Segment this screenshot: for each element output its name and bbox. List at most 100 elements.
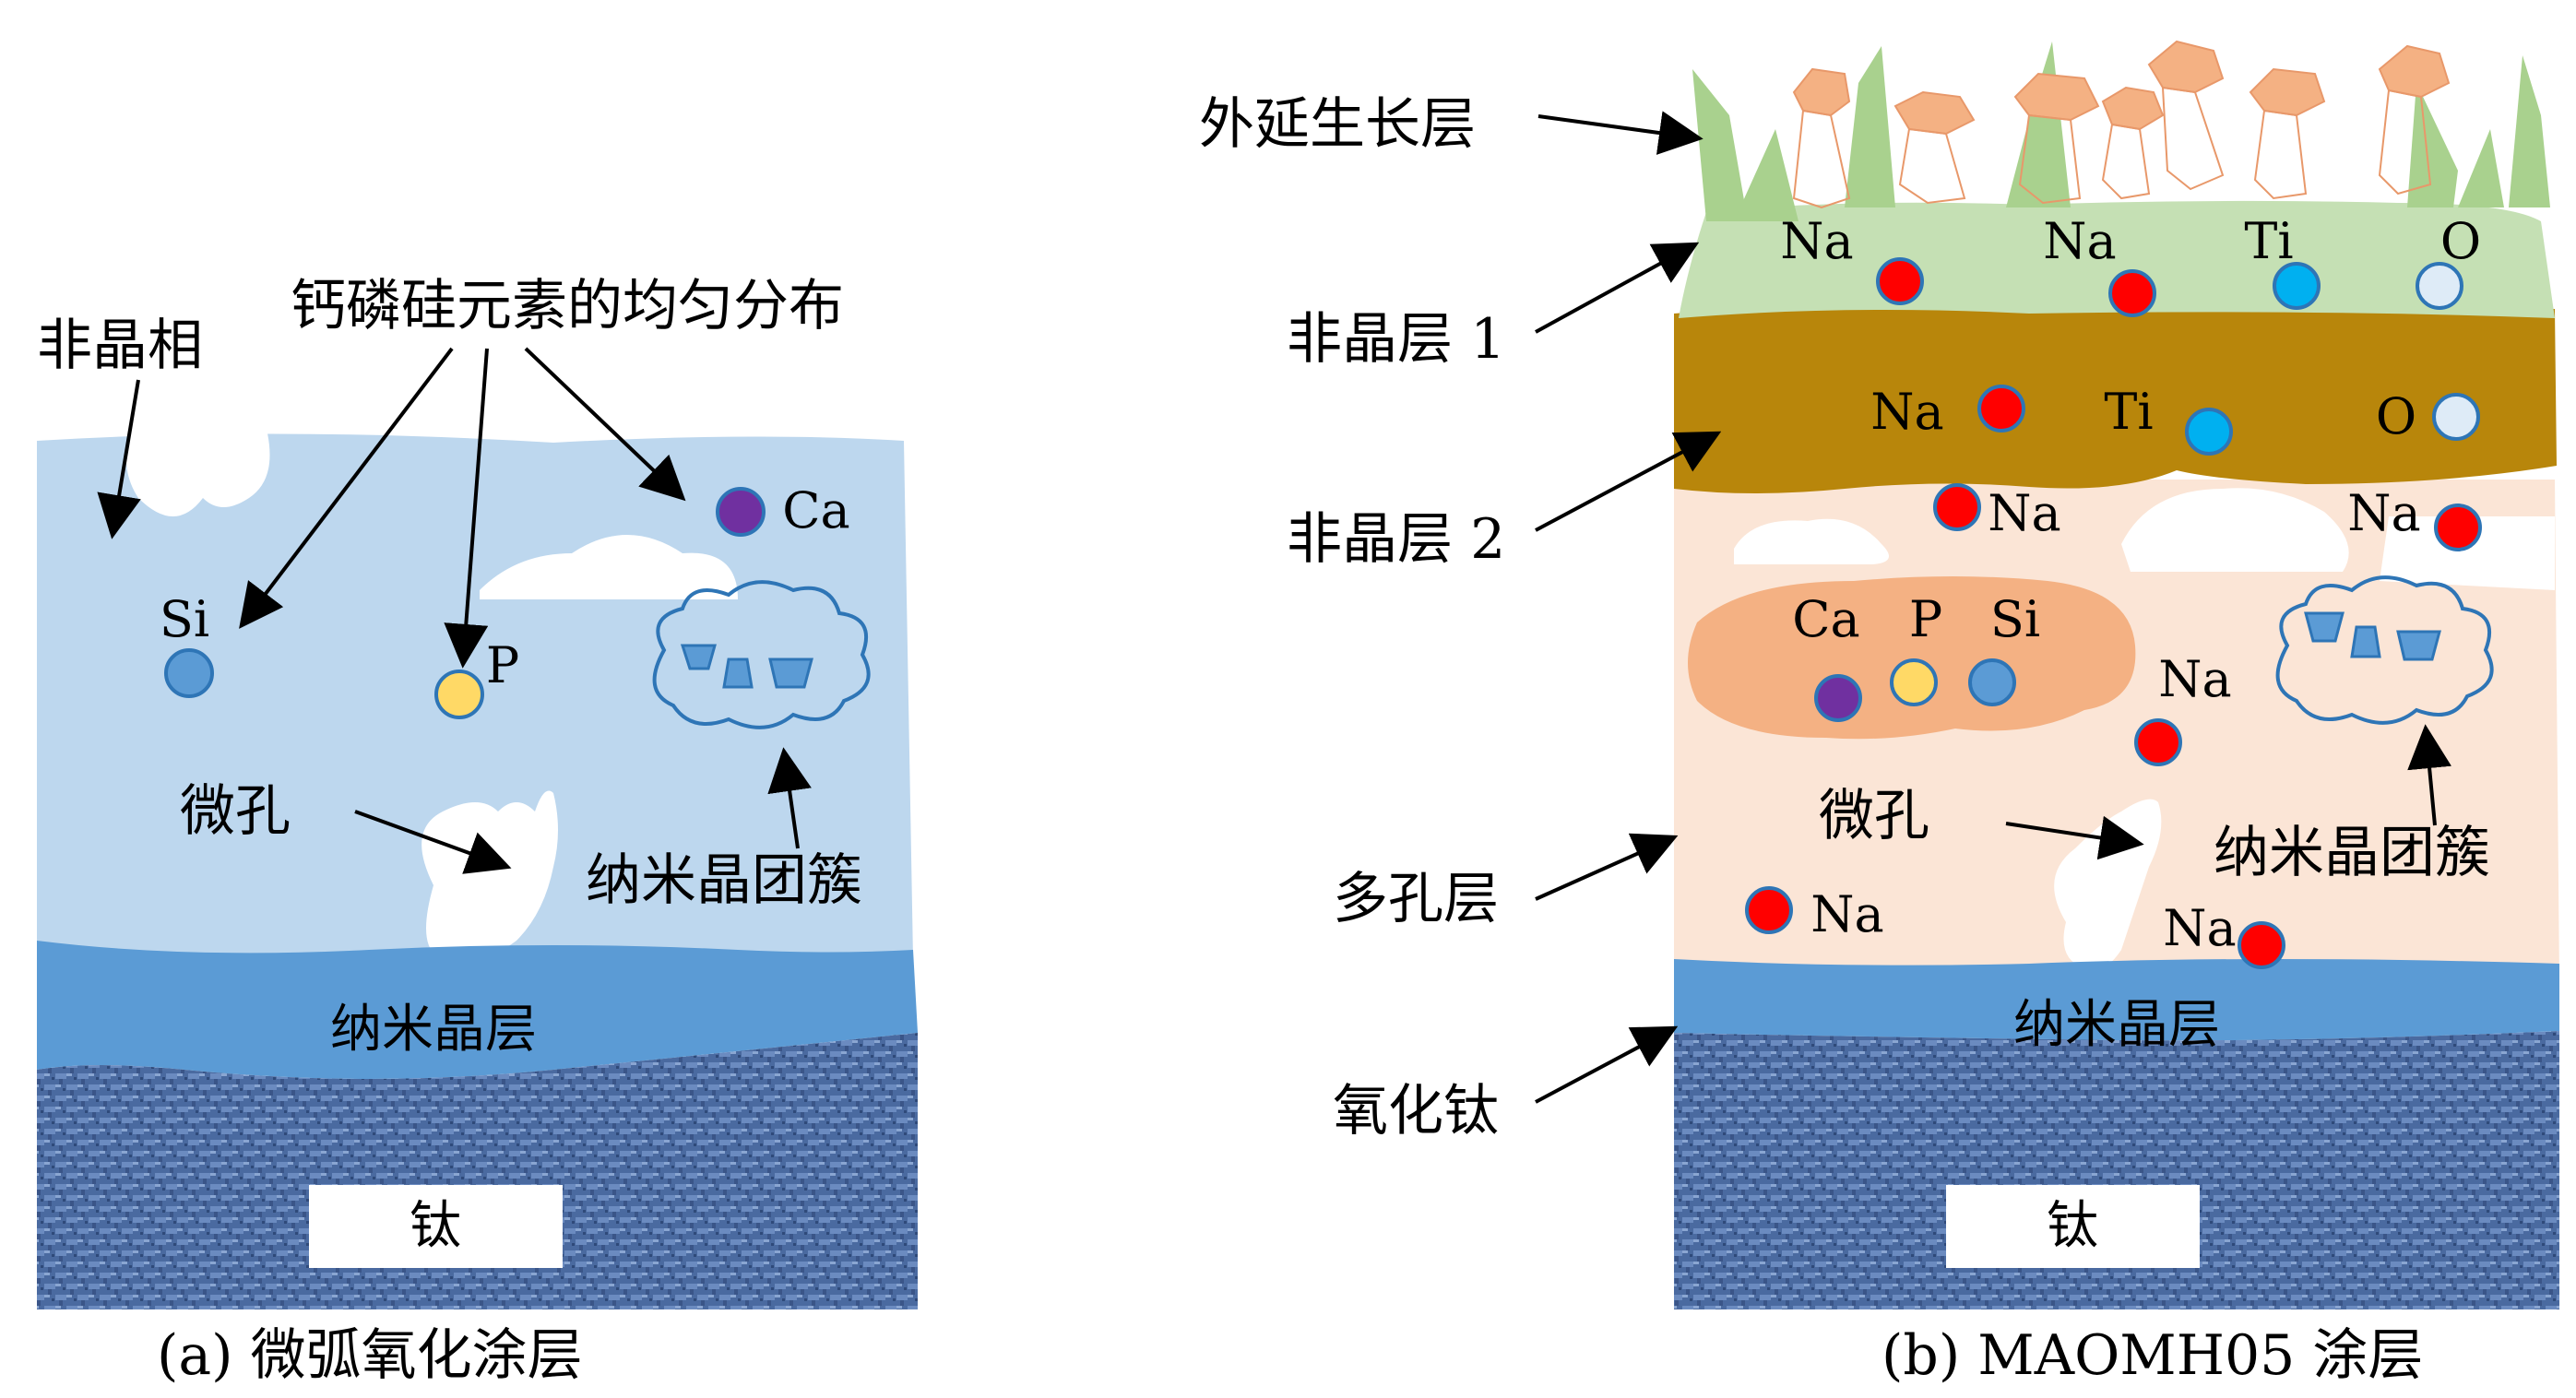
panel-b-arrow-micropore [2005, 815, 2144, 860]
panel-b-na-dot-2 [2108, 269, 2156, 317]
panel-b-caption: (b) MAOMH05 涂层 [1882, 1323, 2423, 1388]
panel-b-na-label-6: Na [2158, 650, 2231, 708]
panel-b-nanocrystal-layer-label: 纳米晶层 [2013, 995, 2220, 1055]
panel-a-nanocrystal-cloud [652, 580, 871, 729]
panel-b-green-crystal-6 [2458, 129, 2504, 207]
panel-a-mid-pore [480, 535, 738, 599]
panel-b-titanium-label: 钛 [2047, 1196, 2098, 1256]
panel-b-orange-crystal-4 [2101, 86, 2165, 200]
panel-b-amorphous-layer-2 [1674, 305, 2557, 493]
panel-b-titanium-box [1946, 1185, 2200, 1268]
panel-b-ca-dot [1814, 674, 1862, 722]
panel-b-na-label-5: Na [2347, 484, 2420, 542]
panel-a-nanocrystal-layer [37, 941, 918, 1079]
panel-b-orange-crystal-5 [2147, 40, 2225, 191]
panel-a-ca-label: Ca [782, 481, 850, 539]
panel-b-na-dot-5 [2434, 504, 2482, 551]
panel-b-amorphous-layer-1-label: 非晶层 1 [1287, 307, 1505, 372]
panel-b-orange-crystal-1 [1792, 67, 1851, 209]
panel-b-nanocrystal-layer [1674, 959, 2559, 1041]
panel-a-cluster-crystal-1 [680, 644, 717, 670]
panel-b-green-crystal-2 [1734, 129, 1798, 221]
panel-a-p-label: P [486, 636, 519, 694]
panel-b-green-crystal-3 [1845, 46, 1895, 207]
panel-b-si-label: Si [1990, 590, 2040, 648]
panel-a-nanocrystal-layer-label: 纳米晶层 [330, 1000, 537, 1060]
panel-b-green-crystal-4 [2006, 41, 2071, 207]
panel-b-na-label-4: Na [1988, 484, 2060, 542]
panel-a-cluster-crystal-2 [722, 658, 754, 689]
panel-a-micropore-shape [421, 790, 558, 962]
panel-b-arrow-cluster [2407, 724, 2451, 826]
panel-a-nanocrystal-cluster-label: 纳米晶团簇 [586, 848, 862, 913]
panel-b-green-crystal-1 [1692, 69, 1748, 221]
panel-b-amorphous-layer-2-label: 非晶层 2 [1287, 507, 1505, 572]
panel-b-titanium-oxide-label: 氧化钛 [1333, 1079, 1499, 1143]
panel-b-ca-p-si-region [1688, 576, 2136, 740]
panel-b-titanium-substrate [1674, 1031, 2559, 1309]
panel-b-si-dot [1968, 658, 2016, 706]
panel-b-orange-crystal-7 [2378, 44, 2451, 195]
panel-b-p-label: P [1909, 590, 1942, 648]
panel-b-nanocrystal-cluster-label: 纳米晶团簇 [2214, 821, 2490, 885]
panel-a-micropore-label: 微孔 [180, 779, 291, 844]
panel-b-orange-crystal-6 [2249, 67, 2326, 200]
panel-a-si-dot [164, 648, 214, 698]
panel-a-ca-dot [716, 487, 766, 537]
panel-a-arrow-micropore [354, 810, 512, 874]
panel-b-p-dot [1890, 658, 1938, 706]
panel-b-green-crystal-7 [2509, 55, 2550, 207]
panel-a-titanium-substrate [37, 1033, 918, 1309]
panel-b-ti-label-2: Ti [2104, 383, 2153, 441]
panel-a-arrow-amorphous [97, 379, 141, 539]
panel-a-titanium-label: 钛 [410, 1196, 461, 1256]
panel-a-amorphous-phase-label: 非晶相 [37, 314, 203, 378]
panel-b-ca-label: Ca [1792, 590, 1860, 648]
panel-b-o-label-1: O [2440, 212, 2481, 270]
panel-b-o-label-2: O [2376, 387, 2416, 445]
panel-b-ti-label-1: Ti [2244, 212, 2293, 270]
panel-b-epitaxial-crystals [1692, 40, 2550, 221]
panel-b-cluster-crystal-3 [2396, 630, 2441, 661]
panel-b-pore-1 [1734, 518, 1889, 564]
panel-a-cluster-crystal-3 [768, 658, 813, 689]
panel-b-arrow-epitaxial [1537, 111, 1703, 155]
panel-b-arrow-amorphous-1 [1535, 242, 1700, 334]
panel-b-cluster-crystal-2 [2350, 625, 2381, 658]
panel-b-ti-dot-1 [2273, 262, 2321, 310]
panel-b-o-dot-1 [2416, 262, 2463, 310]
panel-a-arrow-ca [524, 347, 686, 502]
panel-a-caption: (a) 微弧氧化涂层 [157, 1323, 583, 1388]
panel-b-na-label-2: Na [2043, 212, 2116, 270]
panel-b-na-dots [1745, 257, 2482, 969]
panel-b-micropore-label: 微孔 [1819, 784, 1929, 848]
panel-b-pore-2 [2121, 488, 2349, 572]
panel-b-na-label-3: Na [1870, 383, 1943, 441]
panel-b-na-dot-4 [1933, 483, 1981, 531]
panel-b-ti-dot-2 [2185, 408, 2233, 456]
panel-a: 钛 纳米晶层 Si P Ca 非晶相 钙磷硅元素的均匀分布 微孔 纳米晶团簇 (… [37, 274, 918, 1388]
panel-b-orange-crystal-3 [2013, 72, 2100, 205]
panel-b-na-dot-1 [1876, 257, 1924, 305]
panel-b-na-dot-8 [2238, 921, 2285, 969]
panel-b-na-dot-6 [2134, 718, 2182, 766]
panel-b-arrow-titanium-oxide [1535, 1025, 1679, 1104]
panel-b-epitaxial-layer-label: 外延生长层 [1199, 92, 1476, 157]
panel-b-arrow-amorphous-2 [1535, 431, 1722, 532]
panel-a-arrow-p [444, 348, 489, 669]
panel-a-top-pore [125, 433, 270, 516]
panel-a-uniform-distribution-label: 钙磷硅元素的均匀分布 [291, 274, 844, 338]
panel-b-na-label-8: Na [2163, 899, 2236, 957]
panel-b-green-crystal-5 [2407, 83, 2458, 207]
panel-b-arrow-porous [1535, 833, 1679, 901]
panel-b-pore-3 [2380, 516, 2555, 590]
panel-b-cluster-crystal-1 [2304, 611, 2345, 643]
panel-b-o-dot-2 [2432, 393, 2480, 441]
panel-b-na-label-7: Na [1810, 885, 1883, 943]
panel-b-na-dot-7 [1745, 886, 1793, 934]
panel-b-orange-crystal-2 [1893, 90, 1976, 205]
panel-a-titanium-box [309, 1185, 563, 1268]
panel-a-arrow-si [239, 347, 454, 629]
panel-a-p-dot [434, 669, 484, 719]
